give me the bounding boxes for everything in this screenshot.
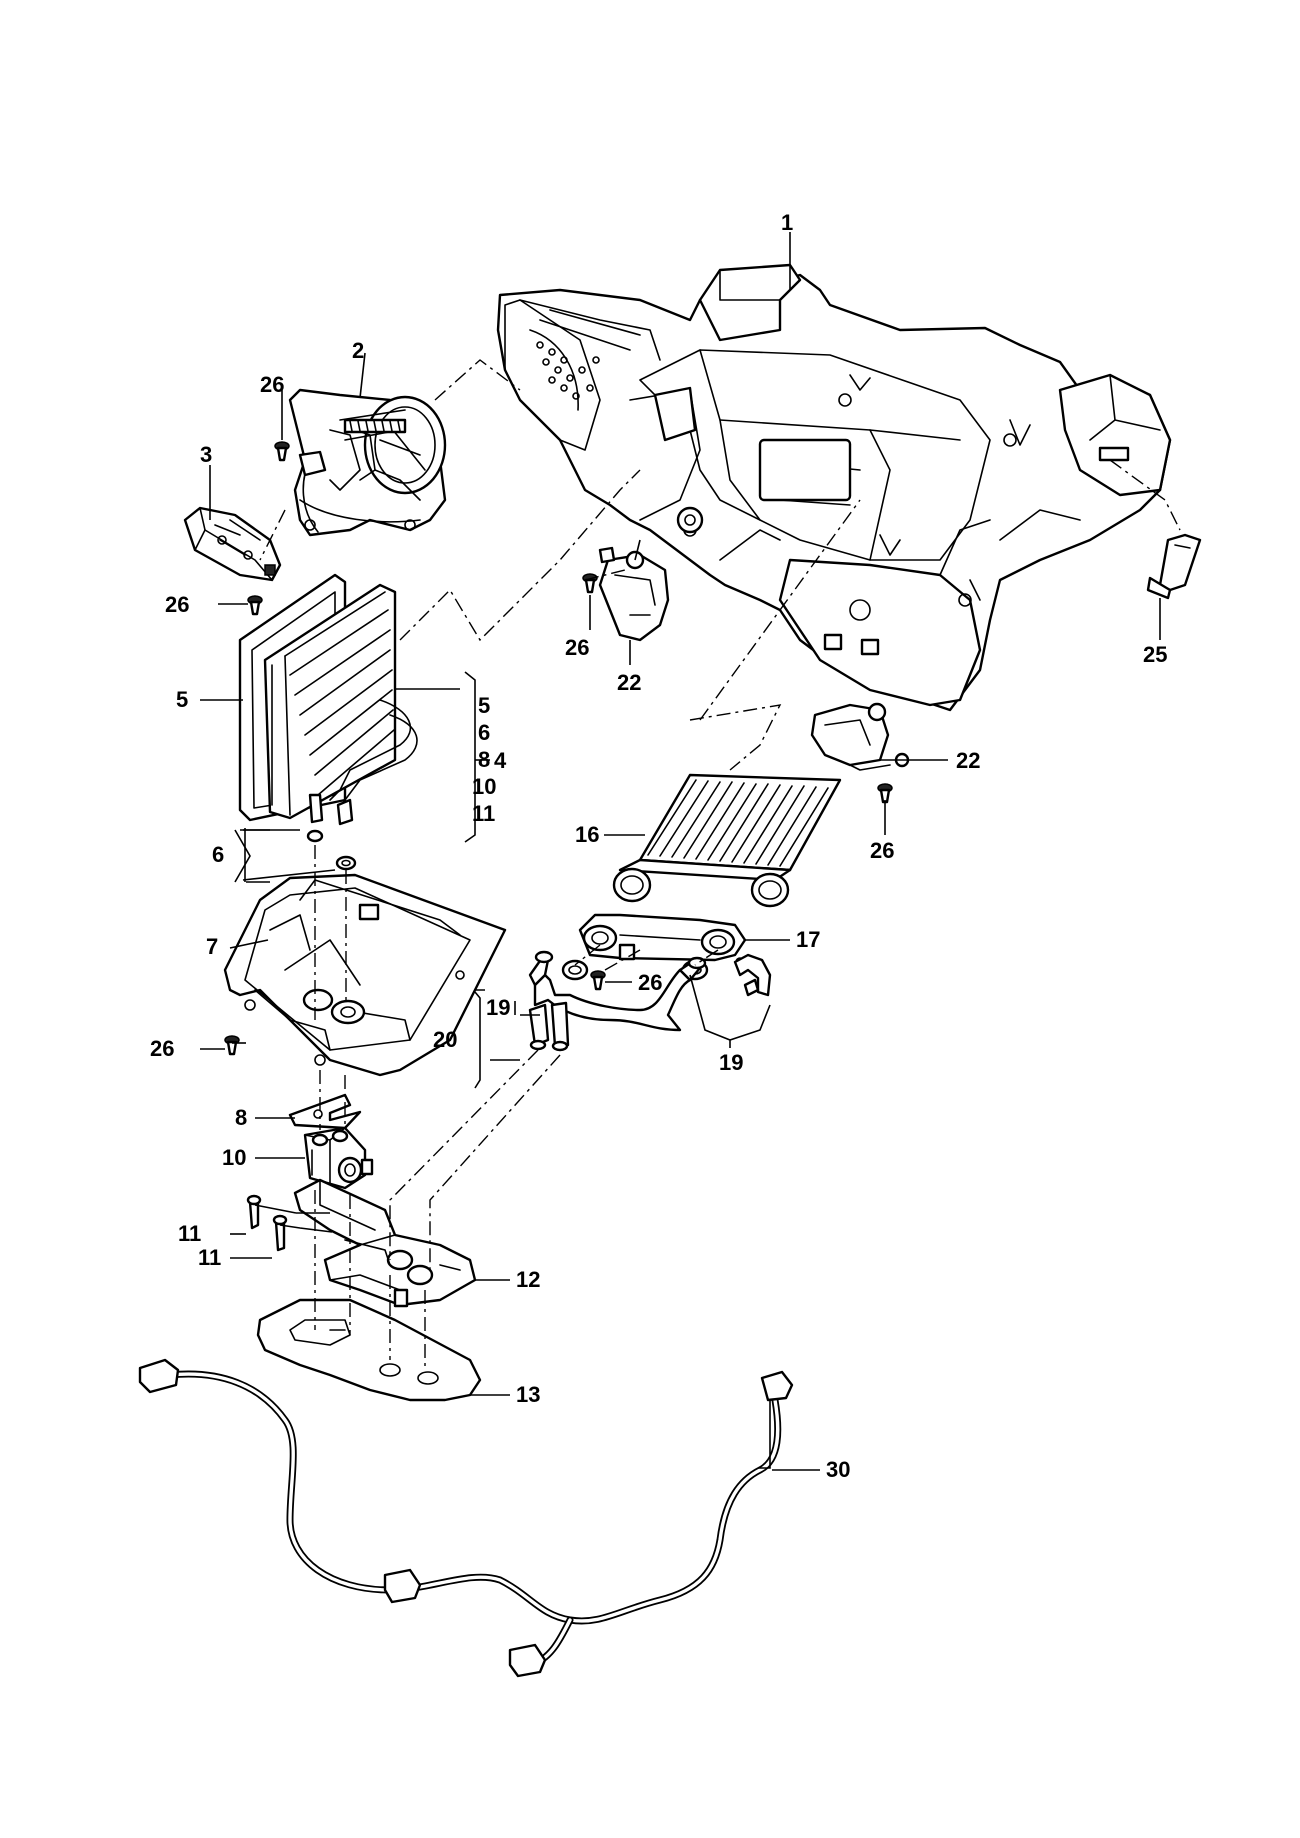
callout-19-seals: 19: [719, 1050, 743, 1075]
assembly-centre-lines: [259, 359, 1181, 1370]
group-4-item-8: 8: [478, 747, 490, 772]
callout-2: 2: [352, 338, 364, 363]
temperature-sensor: [1146, 533, 1202, 600]
callout-labels: 1 2 26 3 26 5 5 6 8 10 11 4 6 7 26 8 10 …: [150, 210, 1167, 1482]
screw-6: [224, 1035, 240, 1056]
pipe-clip: [733, 953, 772, 997]
callout-19-pipe: 19: [486, 995, 510, 1020]
screw-2: [247, 595, 263, 616]
actuator-lower: [810, 702, 910, 771]
callout-13: 13: [516, 1382, 540, 1407]
callout-6: 6: [212, 842, 224, 867]
o-rings: [306, 829, 357, 871]
group-4-item-5: 5: [478, 693, 490, 718]
screw-1: [274, 441, 290, 462]
blower-motor: [288, 388, 447, 537]
callout-1: 1: [781, 210, 793, 235]
screw-4: [877, 783, 893, 804]
expansion-valve: [303, 1126, 374, 1190]
screw-3: [582, 573, 598, 594]
group-4-item-11: 11: [472, 801, 495, 826]
callout-22-lower: 22: [956, 748, 980, 773]
callout-22-upper: 22: [617, 670, 641, 695]
callout-26-housing: 26: [150, 1036, 174, 1061]
screw-5: [590, 970, 606, 991]
heater-housing: [496, 263, 1172, 712]
evaporator: [263, 583, 418, 826]
callout-17: 17: [796, 927, 820, 952]
group-4-item-6: 6: [478, 720, 490, 745]
callout-12: 12: [516, 1267, 540, 1292]
callout-4: 4: [494, 748, 507, 773]
heater-core: [612, 773, 842, 908]
callout-10: 10: [222, 1145, 246, 1170]
group-4-item-10: 10: [472, 774, 496, 799]
callout-7: 7: [206, 934, 218, 959]
coolant-pipes: [528, 950, 707, 1052]
evaporator-housing-lower: [223, 873, 507, 1077]
control-unit: [183, 506, 282, 582]
bolts: [246, 1194, 288, 1252]
callout-25: 25: [1143, 642, 1167, 667]
callout-26-blower: 26: [260, 372, 284, 397]
callout-26-control: 26: [165, 592, 189, 617]
callout-26-flange: 26: [638, 970, 662, 995]
pipe-flange: [578, 913, 747, 967]
sealing-pad: [256, 1298, 482, 1402]
callout-3: 3: [200, 442, 212, 467]
grille-dots: [536, 341, 600, 400]
callout-8: 8: [235, 1105, 247, 1130]
callout-30: 30: [826, 1457, 850, 1482]
leader-lines: [200, 232, 1161, 1471]
screws: [224, 441, 893, 1056]
callout-5-filter: 5: [176, 687, 188, 712]
callout-11-upper: 11: [178, 1221, 201, 1246]
callout-26-actuator-lower: 26: [870, 838, 894, 863]
callout-26-actuator-upper: 26: [565, 635, 589, 660]
callout-11-lower: 11: [198, 1245, 221, 1270]
wiring-harness: [138, 1358, 794, 1678]
group-4-list: 5 6 8 10 11: [472, 693, 496, 826]
drain-bracket: [293, 1178, 477, 1308]
callout-16: 16: [575, 822, 599, 847]
mounting-plate: [288, 1093, 362, 1130]
actuator-upper: [598, 546, 670, 642]
callout-20: 20: [433, 1027, 457, 1052]
